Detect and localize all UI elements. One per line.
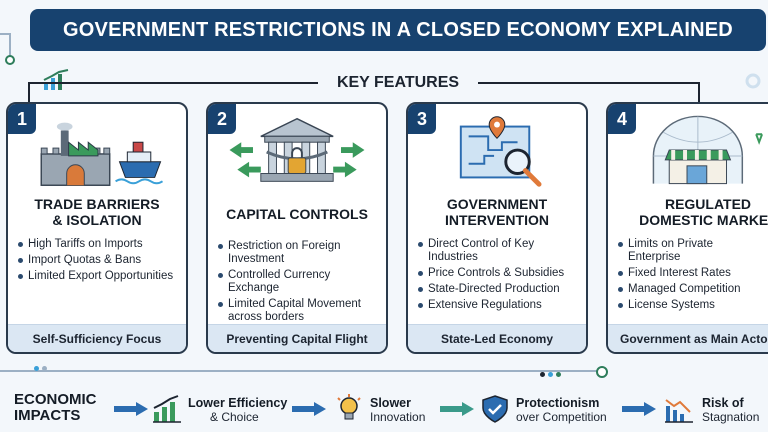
domed-market-icon	[652, 115, 763, 185]
bullet-list: Restriction on Foreign Investment Contro…	[218, 240, 380, 327]
page-title: GOVERNMENT RESTRICTIONS IN A CLOSED ECON…	[63, 18, 733, 41]
list-item: Price Controls & Subsidies	[418, 267, 580, 280]
list-item: Extensive Regulations	[418, 299, 580, 312]
card-number: 3	[408, 104, 436, 134]
decor-dots-icon	[34, 366, 47, 371]
feature-card-capital-controls: 2 CAPITAL CONTROLS Restriction on Foreig…	[206, 102, 388, 354]
card-title: GOVERNMENT INTERVENTION	[445, 196, 549, 228]
locked-bank-icon	[229, 117, 365, 182]
ring-icon	[745, 73, 761, 89]
card-number: 2	[208, 104, 236, 134]
arrow-right-icon	[622, 402, 656, 416]
impact-stagnation: Risk of Stagnation	[702, 396, 760, 424]
section-divider-left	[28, 82, 30, 102]
list-item: Managed Competition	[618, 283, 762, 296]
section-heading: KEY FEATURES	[318, 72, 478, 94]
feature-card-trade-barriers: 1 TRADE BARRIERS & ISOLATION High Tariff…	[6, 102, 188, 354]
list-item: Limited Export Opportunities	[18, 270, 180, 283]
connector-dot-icon	[596, 366, 608, 378]
decline-chart-icon	[665, 399, 693, 423]
card-footer: Preventing Capital Flight	[208, 324, 386, 352]
card-footer: State-Led Economy	[408, 324, 586, 352]
card-number: 1	[8, 104, 36, 134]
map-magnifier-icon	[459, 116, 542, 187]
title-banner: GOVERNMENT RESTRICTIONS IN A CLOSED ECON…	[30, 9, 766, 51]
shield-icon	[482, 395, 508, 423]
lightbulb-icon	[337, 394, 361, 420]
arrow-right-icon	[440, 402, 474, 416]
arrow-right-icon	[292, 402, 326, 416]
list-item: License Systems	[618, 299, 762, 312]
feature-card-government-intervention: 3 GOVERNMENT INTERVENTION Direct Control…	[406, 102, 588, 354]
card-number: 4	[608, 104, 636, 134]
list-item: High Tariffs on Imports	[18, 238, 180, 251]
list-item: Restriction on Foreign Investment	[218, 240, 380, 266]
list-item: Limited Capital Movement across borders	[218, 298, 380, 324]
impacts-heading: ECONOMIC IMPACTS	[14, 391, 97, 424]
card-footer: Self-Sufficiency Focus	[8, 324, 186, 352]
bar-chart-icon	[153, 395, 181, 423]
arrow-right-icon	[114, 402, 148, 416]
impacts-divider	[0, 370, 600, 372]
list-item: Direct Control of Key Industries	[418, 238, 580, 264]
list-item: State-Directed Production	[418, 283, 580, 296]
card-footer: Government as Main Actor	[608, 324, 768, 352]
bullet-list: Direct Control of Key Industries Price C…	[418, 238, 580, 315]
decor-dots-icon	[540, 372, 561, 377]
mini-chart-icon	[43, 69, 69, 90]
list-item: Limits on Private Enterprise	[618, 238, 762, 264]
feature-card-regulated-market: 4 REGULATED DOMESTIC MARKET Limits on Pr…	[606, 102, 768, 354]
bullet-list: High Tariffs on Imports Import Quotas & …	[18, 238, 180, 286]
impact-slower-innovation: Slower Innovation	[370, 396, 426, 424]
list-item: Controlled Currency Exchange	[218, 269, 380, 295]
card-title: REGULATED DOMESTIC MARKET	[639, 196, 768, 228]
section-divider-right	[698, 82, 700, 102]
list-item: Fixed Interest Rates	[618, 267, 762, 280]
factory-ship-icon	[40, 122, 164, 186]
list-item: Import Quotas & Bans	[18, 254, 180, 267]
network-dot-icon	[0, 33, 15, 65]
bullet-list: Limits on Private Enterprise Fixed Inter…	[618, 238, 762, 315]
card-title: TRADE BARRIERS & ISOLATION	[34, 196, 160, 228]
impact-protectionism: Protectionism over Competition	[516, 396, 607, 424]
card-title: CAPITAL CONTROLS	[226, 206, 368, 222]
impact-lower-efficiency: Lower Efficiency & Choice	[188, 396, 288, 424]
